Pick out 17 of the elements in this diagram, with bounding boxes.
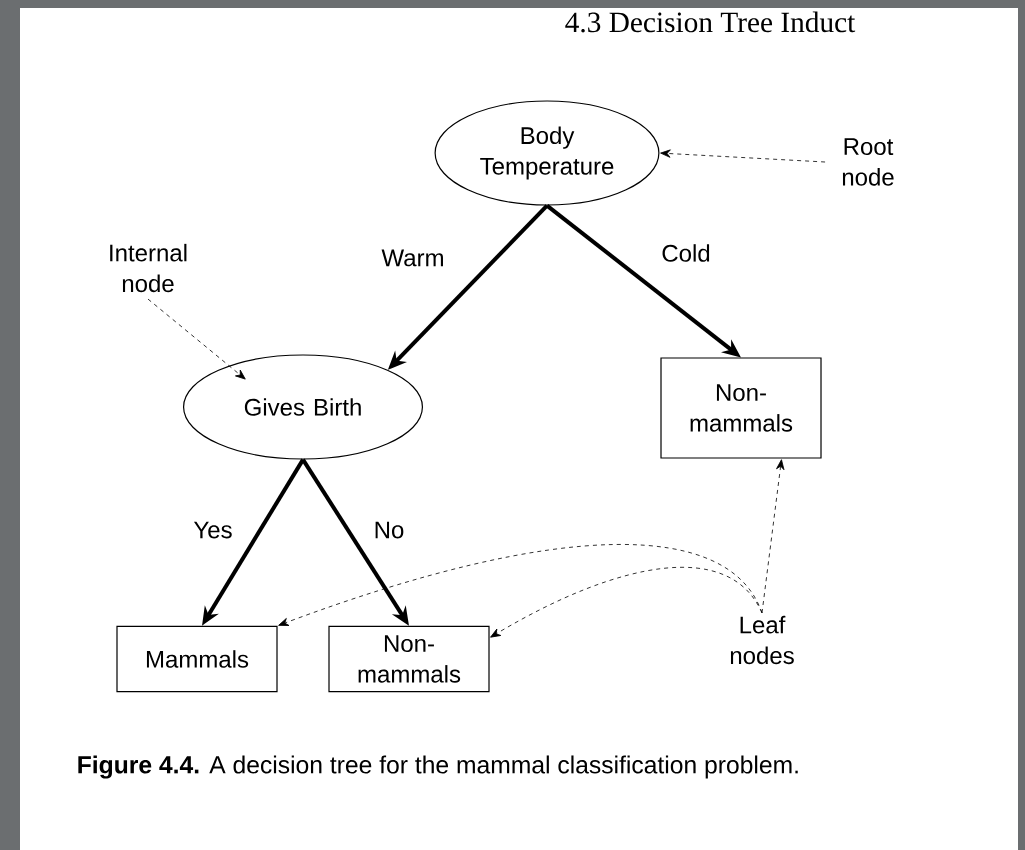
section-heading: 4.3 Decision Tree Induct [565, 11, 856, 33]
leaf-box: Non- mammals [328, 625, 490, 693]
annotation-text: Leaf nodes [730, 615, 794, 665]
arrow [147, 298, 246, 380]
edge-label: Warm [380, 248, 446, 268]
arrow [490, 566, 763, 638]
annotation-text: Internal node [110, 243, 187, 293]
edge-label: Cold [660, 242, 712, 264]
arrow [660, 149, 826, 163]
leaf-box: Mammals [116, 625, 278, 693]
edge-label: Yes [192, 520, 234, 540]
arrow [278, 544, 763, 626]
edge-label: No [372, 520, 406, 540]
leaf-box: Non- mammals [660, 357, 822, 459]
annotation-text: Root node [842, 138, 894, 186]
figure-caption: Figure 4.4. A decision tree for the mammal classification problem. [78, 755, 798, 779]
arrow [761, 459, 785, 614]
